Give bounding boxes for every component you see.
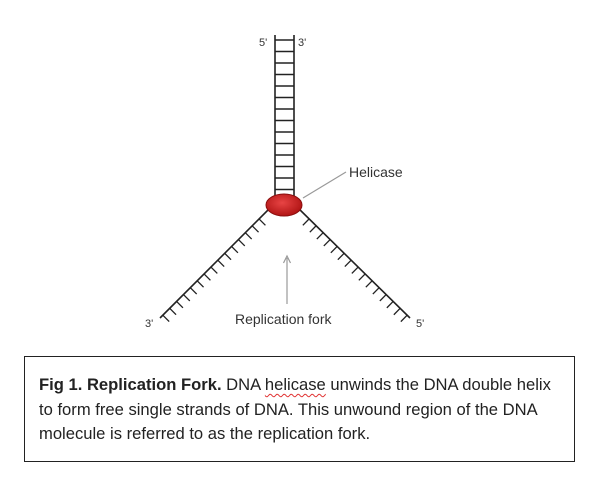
label-top-right-3prime: 3' bbox=[298, 37, 306, 49]
caption-text-after: unwinds the DNA double helix to form fre… bbox=[39, 375, 551, 443]
base-tick bbox=[210, 266, 218, 274]
base-tick bbox=[244, 232, 253, 240]
base-tick bbox=[309, 225, 317, 233]
single-strand-right bbox=[294, 204, 411, 323]
base-tick bbox=[316, 232, 324, 240]
base-tick bbox=[251, 225, 260, 233]
base-tick bbox=[224, 252, 232, 261]
base-tick bbox=[169, 307, 177, 316]
base-tick bbox=[400, 314, 408, 323]
base-tick bbox=[358, 273, 366, 281]
base-tick bbox=[379, 294, 387, 302]
replication-fork-arrow bbox=[282, 254, 292, 304]
base-pair-rungs bbox=[275, 39, 294, 191]
base-tick bbox=[337, 252, 345, 261]
caption-text-before: DNA bbox=[221, 375, 265, 394]
base-tick bbox=[258, 218, 266, 226]
base-tick bbox=[237, 239, 246, 247]
base-tick bbox=[203, 273, 211, 281]
base-tick bbox=[386, 300, 394, 309]
base-tick bbox=[302, 218, 310, 226]
figure-caption: Fig 1. Replication Fork. DNA helicase un… bbox=[24, 356, 575, 462]
dna-double-helix bbox=[274, 35, 295, 203]
base-tick bbox=[323, 239, 331, 247]
base-tick bbox=[176, 300, 184, 309]
caption-title: Fig 1. Replication Fork. bbox=[39, 375, 222, 394]
helicase-enzyme bbox=[265, 193, 303, 217]
single-strand-left bbox=[159, 204, 274, 322]
base-tick bbox=[217, 259, 225, 268]
base-tick bbox=[330, 245, 338, 254]
replication-fork-diagram: 5' 3' 3' 5' Helicase Replication fork bbox=[145, 35, 424, 330]
base-tick bbox=[393, 307, 401, 316]
label-helicase: Helicase bbox=[349, 164, 403, 180]
base-tick bbox=[182, 294, 191, 302]
label-bottom-right-5prime: 5' bbox=[416, 318, 424, 330]
base-tick bbox=[196, 280, 205, 288]
base-tick bbox=[231, 245, 239, 254]
label-bottom-left-3prime: 3' bbox=[145, 318, 153, 330]
base-tick bbox=[351, 266, 359, 274]
base-tick bbox=[365, 280, 373, 288]
base-tick bbox=[372, 287, 380, 295]
base-tick bbox=[189, 287, 198, 295]
caption-misspelled-word: helicase bbox=[264, 375, 326, 394]
helicase-pointer bbox=[302, 171, 347, 199]
base-tick bbox=[344, 259, 352, 268]
label-replication-fork: Replication fork bbox=[235, 311, 332, 327]
base-tick bbox=[162, 314, 170, 322]
label-top-left-5prime: 5' bbox=[259, 37, 267, 49]
